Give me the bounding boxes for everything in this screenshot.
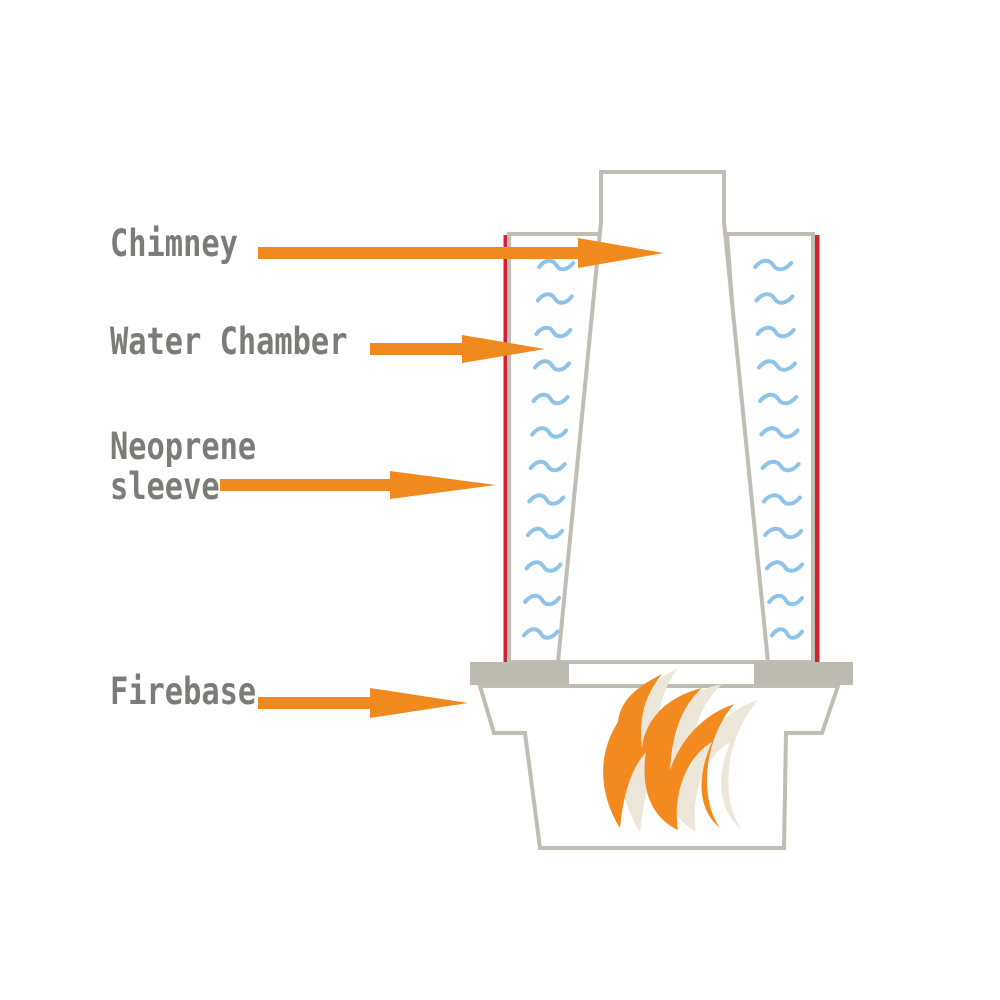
wave-icon: [755, 325, 796, 339]
flame-front: [603, 674, 734, 830]
wave-icon: [537, 258, 576, 272]
flame-icon: [603, 668, 758, 832]
firebase-ledge-left: [470, 662, 569, 685]
wave-icon: [525, 526, 564, 540]
wave-icon: [534, 325, 573, 339]
wave-icon: [764, 560, 804, 573]
wave-icon: [523, 593, 562, 607]
wave-icon: [756, 359, 797, 372]
arrow-icon-firebase: [258, 688, 468, 718]
wave-icon: [769, 627, 804, 640]
label-firebase: Firebase: [110, 670, 257, 713]
wave-icon: [531, 392, 570, 406]
wave-icon: [767, 593, 804, 607]
wave-icon: [524, 560, 563, 573]
wave-icon: [761, 493, 802, 506]
label-water-chamber: Water Chamber: [110, 320, 348, 363]
wave-icon: [763, 526, 804, 540]
label-neoprene-line1: Neoprene: [110, 425, 257, 468]
wave-icon: [759, 426, 800, 439]
arrow-icon-water-chamber: [370, 335, 545, 363]
label-neoprene-line2: sleeve: [110, 465, 220, 508]
wave-icon: [527, 493, 566, 506]
wave-icon-group: [522, 258, 804, 640]
wave-icon: [528, 459, 567, 473]
firebase-ledge-right: [754, 662, 853, 685]
wave-icon: [760, 459, 801, 473]
wave-icon: [758, 392, 799, 406]
wave-icon: [753, 258, 794, 272]
wave-icon: [535, 292, 574, 305]
wave-icon: [532, 359, 571, 372]
arrow-icon-neoprene-sleeve: [220, 471, 496, 499]
label-chimney: Chimney: [110, 222, 238, 265]
arrow-icon-chimney: [258, 238, 664, 268]
wave-icon: [522, 627, 560, 640]
wave-icon: [754, 292, 795, 305]
wave-icon: [530, 426, 569, 439]
